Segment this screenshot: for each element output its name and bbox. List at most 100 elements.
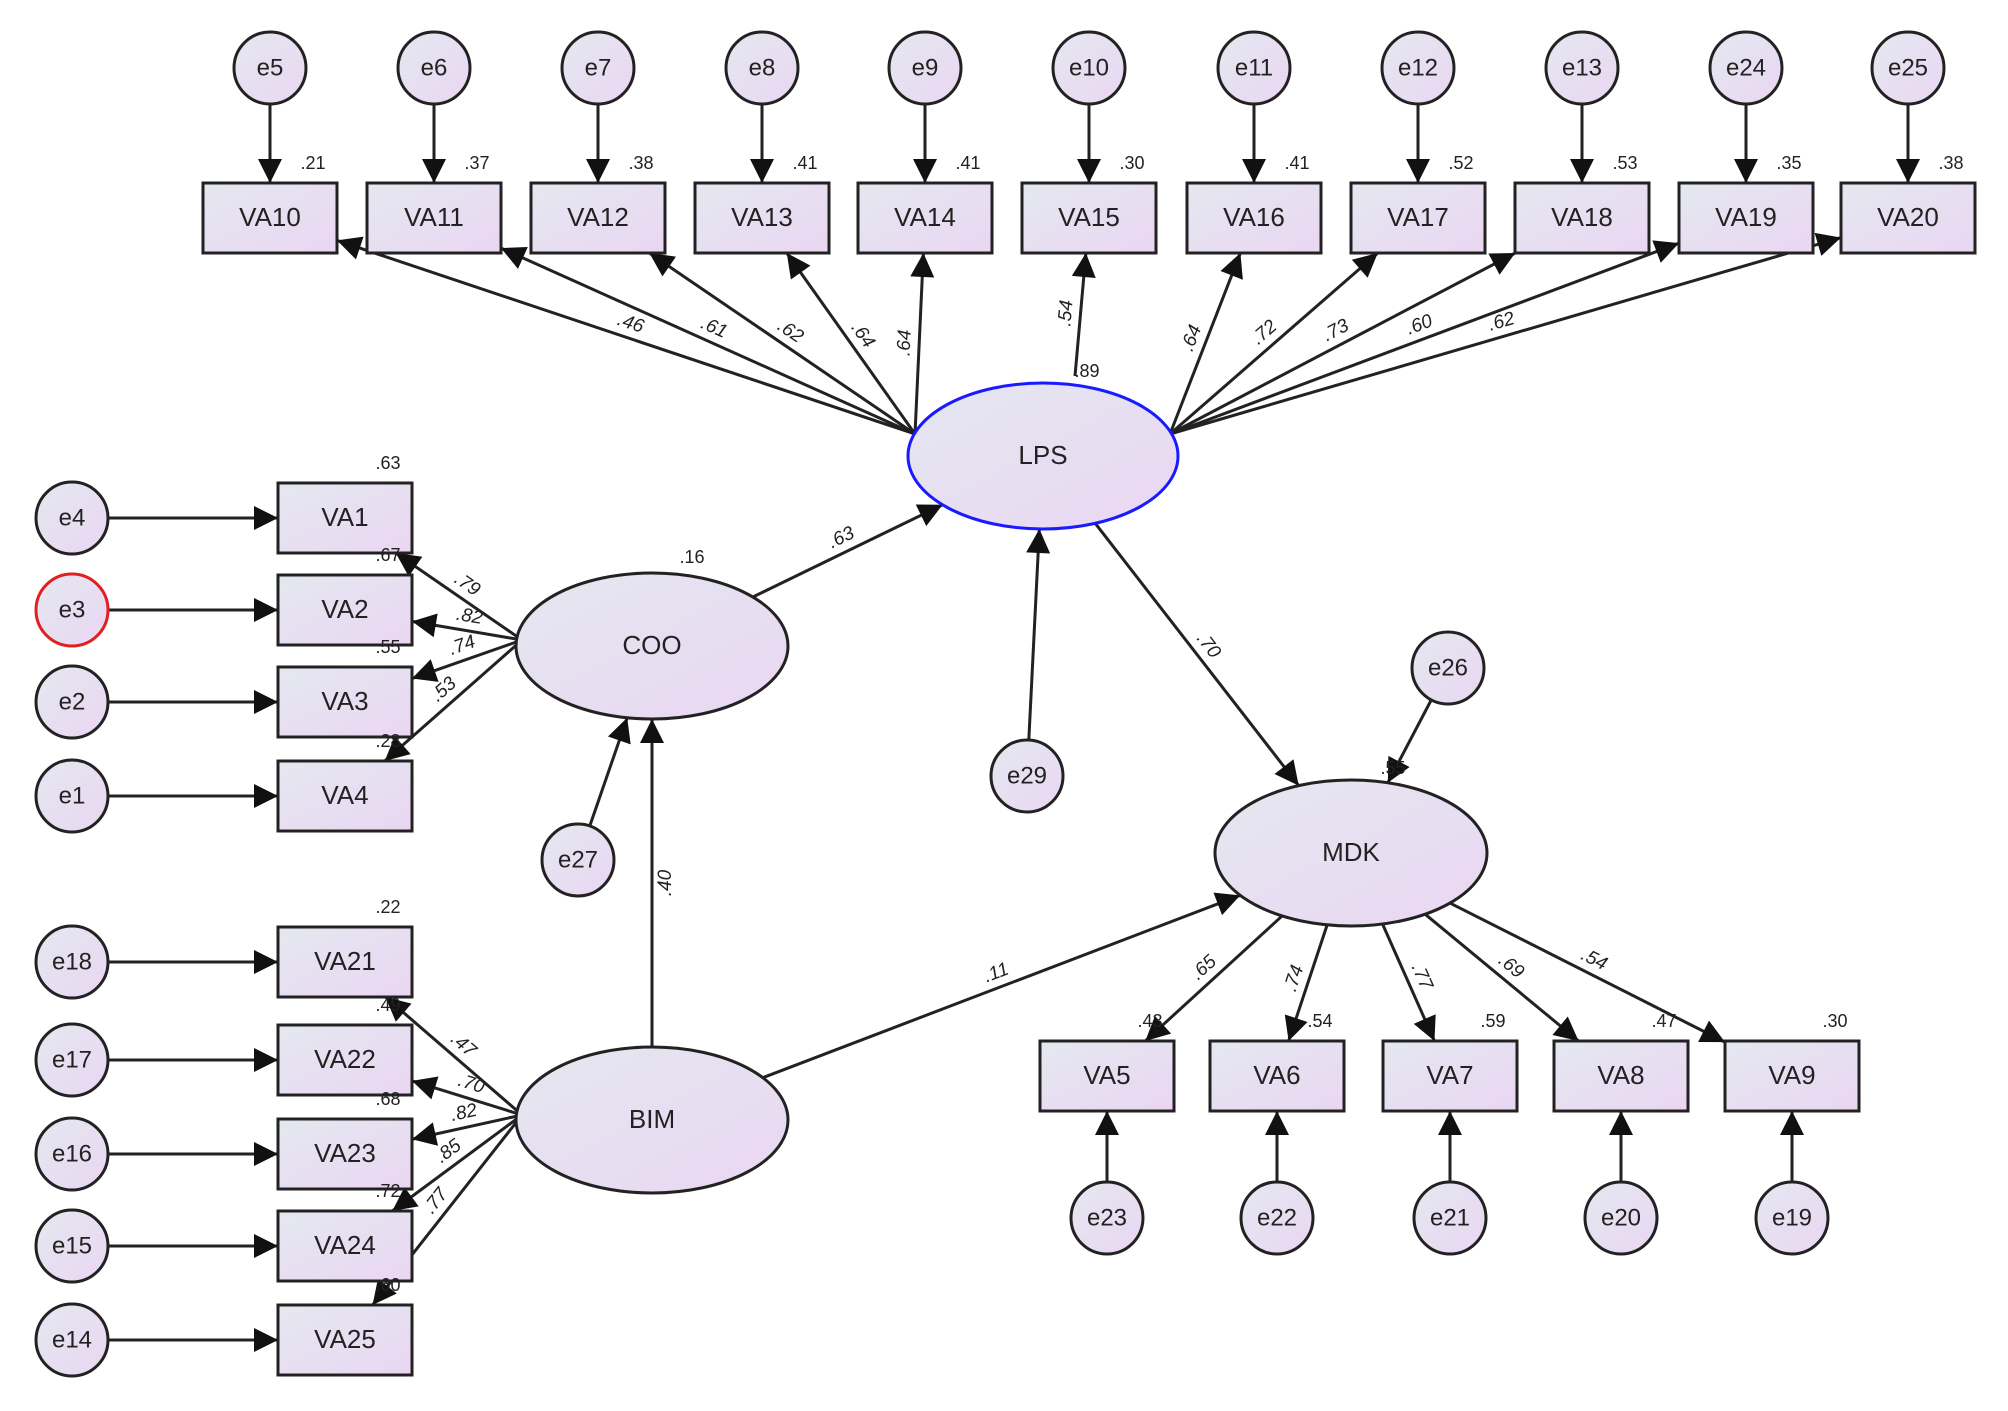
path-lps-to-mdk bbox=[1094, 522, 1300, 787]
path-lps-to-va19 bbox=[1169, 240, 1680, 436]
path-coefficient: .85 bbox=[432, 1135, 466, 1168]
node-label: VA2 bbox=[321, 594, 368, 624]
error-path-e27-to-coo bbox=[588, 717, 631, 827]
node-label: VA7 bbox=[1426, 1060, 1473, 1090]
error-term-e14 bbox=[34, 1302, 110, 1378]
node-label: VA18 bbox=[1551, 202, 1613, 232]
path-lps-to-va15 bbox=[1071, 252, 1096, 377]
node-label: e5 bbox=[257, 54, 284, 81]
path-coo-to-va1 bbox=[394, 551, 523, 642]
node-label: VA3 bbox=[321, 686, 368, 716]
node-label: e4 bbox=[59, 504, 86, 531]
node-label: e12 bbox=[1398, 54, 1438, 81]
path-bim-to-va24 bbox=[391, 1113, 523, 1213]
node-label: e27 bbox=[558, 846, 598, 873]
path-bim-to-va23 bbox=[411, 1113, 523, 1146]
node-label: e8 bbox=[749, 54, 776, 81]
r-squared-label: .63 bbox=[375, 453, 400, 473]
path-lps-to-va10 bbox=[336, 236, 916, 436]
path-coefficient: .64 bbox=[846, 318, 878, 352]
node-label: VA24 bbox=[314, 1230, 376, 1260]
observed-variable-va24 bbox=[276, 1209, 414, 1283]
node-label: e10 bbox=[1069, 54, 1109, 81]
r-squared-label: .28 bbox=[375, 731, 400, 751]
path-coefficient: .82 bbox=[449, 1100, 480, 1126]
node-label: VA22 bbox=[314, 1044, 376, 1074]
path-coefficient: .47 bbox=[446, 1028, 481, 1062]
node-label: VA6 bbox=[1253, 1060, 1300, 1090]
r-squared-label: .59 bbox=[1480, 1011, 1505, 1031]
node-label: MDK bbox=[1322, 837, 1380, 867]
observed-variable-va25 bbox=[276, 1303, 414, 1377]
node-label: VA5 bbox=[1083, 1060, 1130, 1090]
error-path-e29-to-lps bbox=[1026, 528, 1051, 741]
error-term-e25 bbox=[1870, 30, 1946, 106]
node-label: e11 bbox=[1235, 54, 1273, 81]
latent-variable-bim bbox=[514, 1045, 790, 1195]
r-squared-label: .22 bbox=[375, 897, 400, 917]
observed-variable-va17 bbox=[1349, 181, 1487, 255]
observed-variable-va15 bbox=[1020, 181, 1158, 255]
node-label: e6 bbox=[421, 54, 448, 81]
path-lps-to-va14 bbox=[910, 252, 935, 435]
error-term-e18 bbox=[34, 924, 110, 1000]
error-term-e15 bbox=[34, 1208, 110, 1284]
error-term-e19 bbox=[1754, 1180, 1830, 1256]
latent-variable-lps bbox=[906, 381, 1180, 531]
observed-variable-va3 bbox=[276, 665, 414, 739]
error-term-e17 bbox=[34, 1022, 110, 1098]
observed-variable-va7 bbox=[1381, 1039, 1519, 1113]
path-mdk-to-va8 bbox=[1424, 913, 1580, 1043]
path-coefficient: .65 bbox=[1187, 951, 1221, 985]
path-coo-to-va4 bbox=[383, 638, 523, 763]
path-coefficient: .69 bbox=[1494, 950, 1528, 983]
r-squared-label: .37 bbox=[464, 153, 489, 173]
error-term-e21 bbox=[1412, 1180, 1488, 1256]
node-label: VA25 bbox=[314, 1324, 376, 1354]
node-label: VA10 bbox=[239, 202, 301, 232]
node-label: LPS bbox=[1018, 440, 1067, 470]
path-coefficient: .40 bbox=[655, 869, 676, 896]
observed-variable-va16 bbox=[1185, 181, 1323, 255]
error-term-e8 bbox=[724, 30, 800, 106]
path-mdk-to-va6 bbox=[1284, 924, 1329, 1042]
node-label: VA8 bbox=[1597, 1060, 1644, 1090]
node-label: e1 bbox=[59, 782, 86, 809]
node-label: VA1 bbox=[321, 502, 368, 532]
path-lps-to-va18 bbox=[1169, 251, 1516, 436]
error-term-e10 bbox=[1051, 30, 1127, 106]
path-mdk-to-va9 bbox=[1449, 901, 1726, 1044]
latent-variable-mdk bbox=[1213, 778, 1489, 928]
observed-variable-va20 bbox=[1839, 181, 1977, 255]
node-label: VA23 bbox=[314, 1138, 376, 1168]
path-lps-to-va16 bbox=[1168, 252, 1243, 435]
observed-variable-va10 bbox=[201, 181, 339, 255]
node-label: VA12 bbox=[567, 202, 629, 232]
node-label: e17 bbox=[52, 1046, 92, 1073]
path-coefficient: .79 bbox=[450, 568, 484, 601]
node-label: e13 bbox=[1562, 54, 1602, 81]
edges-layer bbox=[108, 104, 1920, 1352]
r-squared-label: .38 bbox=[1938, 153, 1963, 173]
path-lps-to-va13 bbox=[785, 252, 917, 435]
observed-variable-va11 bbox=[365, 181, 503, 255]
path-bim-to-mdk bbox=[762, 892, 1241, 1080]
node-label: e24 bbox=[1726, 54, 1766, 81]
error-term-e12 bbox=[1380, 30, 1456, 106]
node-label: e19 bbox=[1772, 1204, 1812, 1231]
path-coefficient: .62 bbox=[773, 315, 807, 347]
error-term-e26 bbox=[1410, 630, 1486, 706]
path-coefficient: .70 bbox=[1192, 629, 1225, 663]
observed-variable-va22 bbox=[276, 1023, 414, 1097]
r-squared-label: .35 bbox=[1776, 153, 1801, 173]
error-term-e2 bbox=[34, 664, 110, 740]
observed-variable-va8 bbox=[1552, 1039, 1690, 1113]
error-term-e1 bbox=[34, 758, 110, 834]
path-lps-to-va17 bbox=[1169, 251, 1379, 436]
error-term-e3 bbox=[34, 572, 110, 648]
r-squared-label: .47 bbox=[1651, 1011, 1676, 1031]
r-squared-label: .55 bbox=[1380, 758, 1405, 778]
node-label: VA20 bbox=[1877, 202, 1939, 232]
